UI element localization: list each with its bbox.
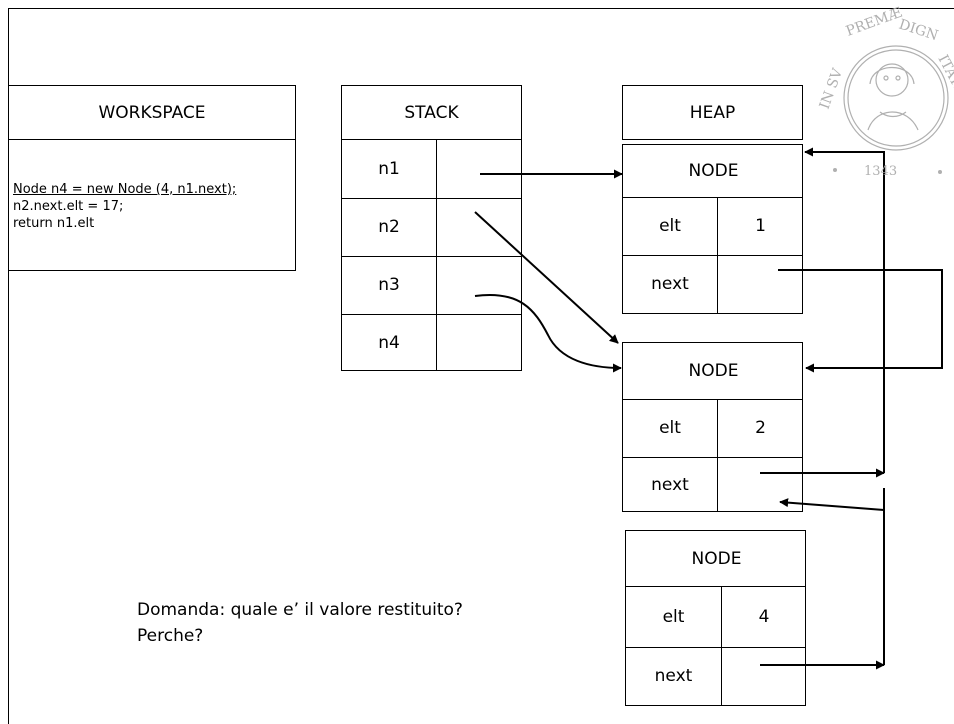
stack-var-n4: n4 (378, 333, 400, 353)
stack-var-n2: n2 (378, 217, 400, 237)
arrow-n2-to-node2 (474, 211, 619, 344)
node-3-elt-label: elt (662, 606, 685, 627)
svg-text:1343: 1343 (864, 164, 897, 179)
svg-text:IN SV: IN SV (817, 66, 847, 112)
node-1-elt-label: elt (659, 216, 681, 236)
node-3-next-label: next (654, 666, 693, 686)
question-line-1: Domanda: quale e’ il valore restituito? (137, 600, 463, 620)
node-1-header: NODE (688, 161, 739, 181)
node-1-next-label: next (651, 274, 689, 294)
stack-title: STACK (404, 102, 459, 123)
node-2-next-label: next (651, 475, 689, 495)
heap-title-box: HEAP (622, 85, 803, 140)
arrow-to-node2-next (779, 498, 885, 511)
node-3-elt-value: 4 (758, 606, 770, 627)
code-line-2: n2.next.elt = 17; (13, 199, 124, 214)
heap-title: HEAP (689, 102, 736, 123)
code-line-1: Node n4 = new Node (4, n1.next); (13, 182, 237, 197)
stack-var-n3: n3 (378, 275, 400, 295)
arrow-n3-to-node2 (474, 293, 622, 373)
heap-node-3: NODE elt 4 next (625, 530, 806, 706)
stack-var-n1: n1 (378, 159, 400, 179)
question-text: Domanda: quale e’ il valore restituito? … (137, 597, 463, 649)
heap-node-2: NODE elt 2 next (622, 342, 803, 512)
svg-text:PREMÆ: PREMÆ (844, 5, 904, 40)
arrow-node1-next-to-node2 (778, 269, 943, 373)
node-3-header: NODE (691, 548, 742, 569)
university-seal (843, 45, 949, 151)
node-2-elt-value: 2 (755, 418, 766, 438)
stack-frame: n1 n2 n3 n4 (341, 139, 522, 371)
workspace-code: Node n4 = new Node (4, n1.next); n2.next… (13, 181, 236, 232)
node-2-elt-label: elt (659, 418, 681, 438)
node-2-header: NODE (688, 361, 739, 381)
node-1-elt-value: 1 (755, 216, 766, 236)
workspace-title: WORKSPACE (98, 102, 206, 123)
question-line-2: Perche? (137, 626, 204, 646)
workspace-code-box: Node n4 = new Node (4, n1.next); n2.next… (8, 139, 296, 271)
heap-node-1: NODE elt 1 next (622, 144, 803, 314)
stack-title-box: STACK (341, 85, 522, 140)
code-line-3: return n1.elt (13, 216, 95, 231)
arrow-to-node1-header (804, 147, 885, 473)
slide-frame (8, 8, 954, 724)
svg-text:DIGN: DIGN (897, 17, 940, 45)
